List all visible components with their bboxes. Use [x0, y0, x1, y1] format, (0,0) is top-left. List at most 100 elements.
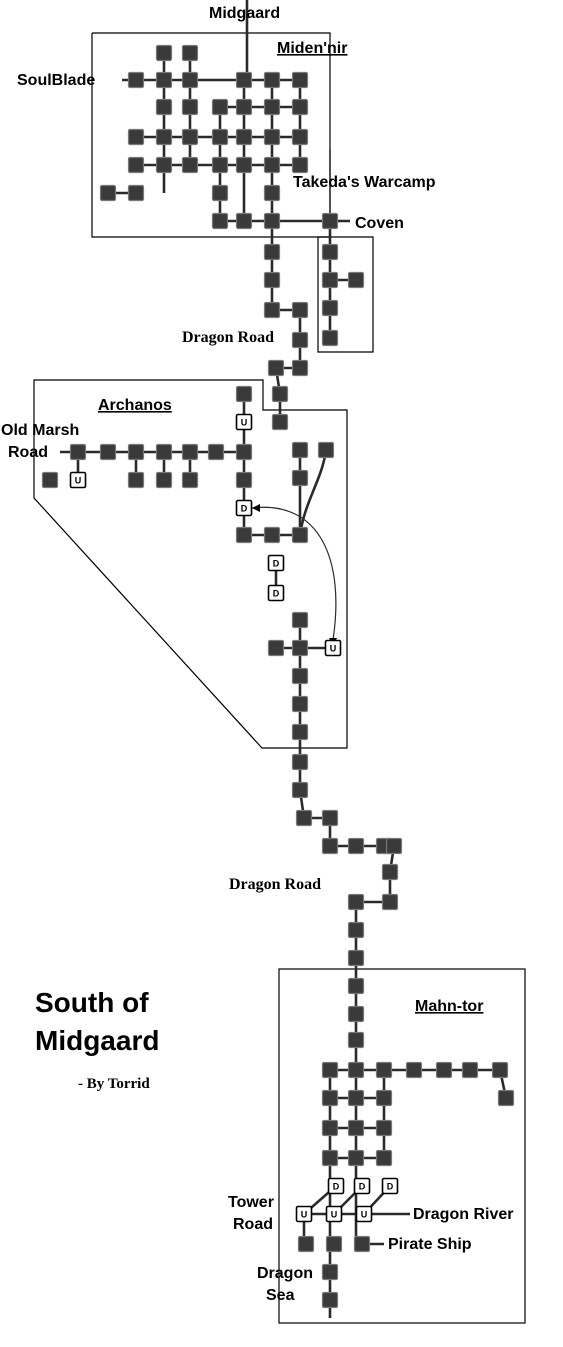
room — [291, 128, 309, 146]
room — [155, 156, 173, 174]
room — [291, 639, 309, 657]
label-tower-road-2: Road — [233, 1216, 273, 1233]
label-soulblade: SoulBlade — [17, 72, 95, 89]
room — [127, 128, 145, 146]
room — [211, 156, 229, 174]
room — [99, 443, 117, 461]
room — [155, 98, 173, 116]
room — [181, 44, 199, 62]
room — [263, 526, 281, 544]
room — [321, 212, 339, 230]
label-tower-road-1: Tower — [228, 1194, 274, 1211]
room — [317, 441, 335, 459]
room — [181, 98, 199, 116]
room — [321, 1149, 339, 1167]
room — [267, 359, 285, 377]
room — [235, 443, 253, 461]
room — [321, 837, 339, 855]
room-down-exit — [353, 1177, 371, 1195]
room — [99, 184, 117, 202]
room — [321, 299, 339, 317]
room-up-exit — [235, 413, 253, 431]
room — [385, 837, 403, 855]
room — [347, 1089, 365, 1107]
label-dragon-road-south: Dragon Road — [229, 876, 321, 893]
room — [263, 301, 281, 319]
room — [127, 184, 145, 202]
room — [347, 837, 365, 855]
room — [155, 471, 173, 489]
room — [295, 809, 313, 827]
room — [435, 1061, 453, 1079]
room — [497, 1089, 515, 1107]
label-coven: Coven — [355, 215, 404, 232]
room — [353, 1235, 371, 1253]
room — [291, 611, 309, 629]
room — [291, 781, 309, 799]
room — [263, 212, 281, 230]
room-down-exit — [235, 499, 253, 517]
room — [291, 695, 309, 713]
room — [127, 156, 145, 174]
room — [235, 526, 253, 544]
room — [291, 469, 309, 487]
up-glyph: U — [331, 1210, 338, 1220]
room — [263, 128, 281, 146]
room-up-exit — [324, 639, 342, 657]
room — [69, 443, 87, 461]
down-glyph: D — [333, 1182, 340, 1192]
room — [347, 1061, 365, 1079]
room — [375, 1119, 393, 1137]
archanos-boundary — [33, 379, 348, 749]
room — [263, 71, 281, 89]
map-author: - By Torrid — [78, 1076, 150, 1092]
label-midgaard: Midgaard — [209, 5, 280, 22]
room — [291, 156, 309, 174]
room-down-exit — [381, 1177, 399, 1195]
down-glyph: D — [241, 504, 248, 514]
label-old-marsh-road-1: Old Marsh — [1, 422, 79, 439]
room — [127, 443, 145, 461]
room-up-exit — [69, 471, 87, 489]
room — [375, 1061, 393, 1079]
room — [235, 156, 253, 174]
room — [291, 301, 309, 319]
room — [271, 413, 289, 431]
room — [297, 1235, 315, 1253]
room — [155, 71, 173, 89]
map-title-line1: South of — [35, 987, 149, 1018]
room — [461, 1061, 479, 1079]
map-labels: Midgaard Miden'nir SoulBlade Takeda's Wa… — [1, 5, 513, 1304]
room — [127, 71, 145, 89]
label-dragon-sea-1: Dragon — [257, 1265, 313, 1282]
room — [321, 1291, 339, 1309]
room — [291, 753, 309, 771]
room — [263, 98, 281, 116]
room — [235, 71, 253, 89]
room — [207, 443, 225, 461]
room — [321, 1061, 339, 1079]
room — [235, 471, 253, 489]
room — [291, 71, 309, 89]
up-glyph: U — [301, 1210, 308, 1220]
room — [321, 243, 339, 261]
room-up-exit — [355, 1205, 373, 1223]
room — [263, 243, 281, 261]
label-old-marsh-road-2: Road — [8, 444, 48, 461]
room — [375, 1089, 393, 1107]
down-glyph: D — [387, 1182, 394, 1192]
room — [381, 893, 399, 911]
room — [181, 71, 199, 89]
room-up-exit — [325, 1205, 343, 1223]
room — [211, 212, 229, 230]
room-link — [298, 449, 328, 536]
room-down-exit — [267, 554, 285, 572]
room — [127, 471, 145, 489]
room — [235, 212, 253, 230]
up-glyph: U — [330, 644, 337, 654]
room — [321, 1263, 339, 1281]
room-down-exit — [327, 1177, 345, 1195]
room — [267, 639, 285, 657]
room — [235, 128, 253, 146]
